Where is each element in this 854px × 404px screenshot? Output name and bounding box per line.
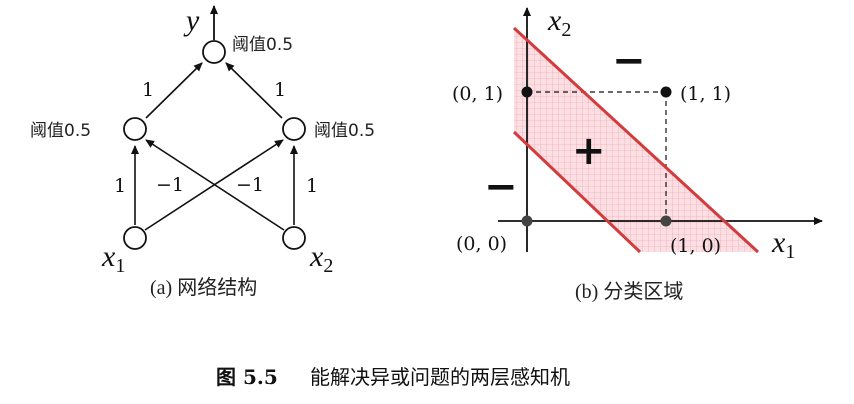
sign-minus-top: − xyxy=(612,38,646,84)
point-1-0 xyxy=(660,215,672,227)
point-label-0-1: (0, 1) xyxy=(452,83,503,105)
figure-caption-text: 能解决异或问题的两层感知机 xyxy=(310,365,570,389)
edge-hidden-left-to-output xyxy=(145,62,203,119)
classification-plot: (0, 1) (1, 1) (0, 0) (1, 0) x2 x1 + − − … xyxy=(452,4,823,303)
sign-minus-left: − xyxy=(484,164,518,210)
x-axis-label: x1 xyxy=(771,226,795,263)
hidden-node-right xyxy=(282,117,306,141)
point-0-1 xyxy=(521,86,533,98)
network-diagram: y 阈值0.5 阈值0.5 阈值0.5 1 1 1 −1 −1 1 x1 x2 … xyxy=(30,4,375,299)
threshold-hidden-right: 阈值0.5 xyxy=(314,121,375,141)
weight-x1-to-hidden-left: 1 xyxy=(114,175,126,197)
input-label-x1: x1 xyxy=(101,240,125,277)
decision-boundary-lower xyxy=(512,130,642,254)
figure-number: 图 5.5 xyxy=(216,365,278,389)
point-label-1-1: (1, 1) xyxy=(680,83,731,105)
decision-boundary-upper xyxy=(512,26,760,254)
threshold-hidden-left: 阈值0.5 xyxy=(30,121,91,141)
weight-hidden-right-to-output: 1 xyxy=(274,79,286,101)
panel-b-caption: (b) 分类区域 xyxy=(575,280,683,303)
weight-x2-to-hidden-left: −1 xyxy=(156,174,184,196)
input-node-x1 xyxy=(123,226,147,250)
panel-a-caption: (a) 网络结构 xyxy=(150,276,257,299)
input-label-x2: x2 xyxy=(309,240,333,277)
point-label-1-0: (1, 0) xyxy=(670,235,721,257)
point-label-0-0: (0, 0) xyxy=(456,233,507,255)
point-0-0 xyxy=(521,215,533,227)
threshold-output: 阈值0.5 xyxy=(232,35,293,55)
edge-x2-to-hidden-left xyxy=(145,139,285,231)
output-node xyxy=(202,40,226,64)
edge-hidden-right-to-output xyxy=(225,62,283,119)
input-node-x2 xyxy=(282,226,306,250)
y-axis-label: x2 xyxy=(547,4,571,41)
hidden-node-left xyxy=(123,117,147,141)
weight-hidden-left-to-output: 1 xyxy=(142,79,154,101)
sign-plus: + xyxy=(572,128,606,174)
weight-x1-to-hidden-right: −1 xyxy=(236,174,264,196)
figure-caption: 图 5.5 能解决异或问题的两层感知机 xyxy=(216,365,570,389)
output-label: y xyxy=(183,4,200,37)
weight-x2-to-hidden-right: 1 xyxy=(306,175,318,197)
point-1-1 xyxy=(660,86,672,98)
